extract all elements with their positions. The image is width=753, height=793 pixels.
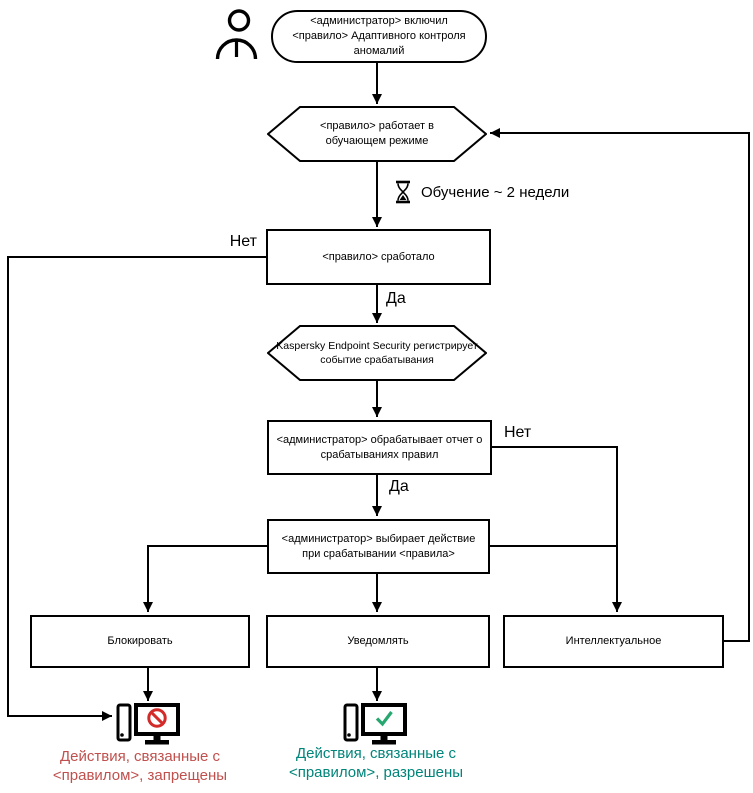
- edge-label-yes-admin-report: Да: [389, 478, 409, 495]
- flow-node-learning-mode: <правило> работает в обучающем режиме: [267, 106, 487, 162]
- edge-label-yes-rule-triggered: Да: [386, 290, 406, 307]
- flow-node-action-smart-label: Интеллектуальное: [565, 635, 662, 648]
- flow-node-rule-triggered: <правило> сработало: [266, 229, 491, 285]
- person-icon: [214, 8, 258, 60]
- outcome-allowed-text: Действия, связанные с <правилом>, разреш…: [288, 745, 464, 781]
- flow-node-admin-action-label: <администратор> выбирает действие при ср…: [281, 532, 476, 560]
- flow-node-admin-action: <администратор> выбирает действие при ср…: [267, 519, 490, 574]
- flow-node-rule-triggered-label: <правило> сработало: [322, 250, 435, 263]
- allowed-computer-icon: [343, 698, 407, 748]
- flow-node-action-block: Блокировать: [30, 615, 250, 668]
- flow-node-kes-registers-label: Kaspersky Endpoint Security регистрирует…: [276, 339, 478, 366]
- edge-label-no-rule-triggered: Нет: [229, 233, 257, 250]
- flow-node-start-label: <администратор> включил <правило> Адапти…: [292, 15, 466, 57]
- flow-node-action-notify: Уведомлять: [266, 615, 490, 668]
- hexagon-shape: [267, 325, 487, 381]
- hexagon-shape: [267, 106, 487, 162]
- learning-duration-label: Обучение ~ 2 недели: [421, 184, 570, 201]
- blocked-computer-icon: [116, 698, 180, 748]
- flow-node-admin-report-label: <администратор> обрабатывает отчет о сра…: [276, 433, 483, 461]
- flow-node-kes-registers: Kaspersky Endpoint Security регистрирует…: [267, 325, 487, 381]
- flow-node-action-smart: Интеллектуальное: [503, 615, 724, 668]
- flow-node-learning-mode-label: <правило> работает в обучающем режиме: [320, 120, 434, 147]
- flow-node-action-block-label: Блокировать: [107, 635, 173, 648]
- flow-node-start: <администратор> включил <правило> Адапти…: [271, 10, 487, 63]
- outcome-forbidden-text: Действия, связанные с <правилом>, запрещ…: [52, 748, 228, 784]
- edge-label-no-admin-report: Нет: [504, 424, 532, 441]
- flow-node-admin-report: <администратор> обрабатывает отчет о сра…: [267, 420, 492, 475]
- flow-node-action-notify-label: Уведомлять: [347, 635, 409, 648]
- hourglass-icon: [395, 180, 411, 204]
